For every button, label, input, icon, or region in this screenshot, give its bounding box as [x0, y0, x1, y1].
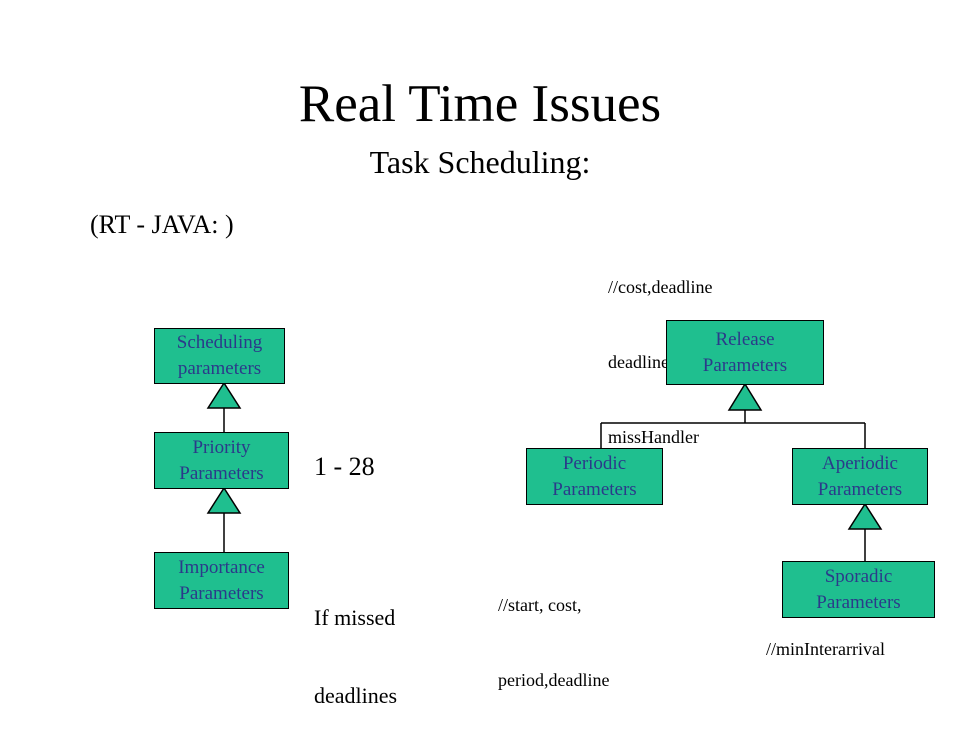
importance-note-line1: If missed	[314, 605, 396, 630]
aperiodic-parameters-line2: Parameters	[817, 478, 903, 500]
slide-subtitle: Task Scheduling:	[369, 144, 591, 180]
importance-note: If missed deadlines	[314, 553, 397, 735]
aperiodic-inheritance-triangle	[847, 502, 883, 530]
scheduling-inheritance-triangle	[206, 381, 242, 409]
sporadic-parameters-box: Sporadic Parameters	[782, 561, 935, 618]
scheduling-parameters-box: Scheduling parameters	[154, 328, 285, 384]
priority-range-label: 1 - 28	[314, 452, 375, 481]
class-hierarchy-connectors	[206, 381, 883, 561]
periodic-note-line2: period,deadline	[498, 670, 610, 690]
rt-java-label: (RT - JAVA: )	[90, 210, 234, 239]
periodic-note-line1: //start, cost,	[498, 595, 582, 615]
periodic-parameters-note: //start, cost, period,deadline	[498, 543, 609, 718]
release-note-line1: //cost,deadline	[608, 277, 713, 297]
importance-parameters-line2: Parameters	[179, 582, 264, 604]
release-parameters-line2: Parameters	[702, 354, 788, 376]
release-note-line3: missHandler	[608, 427, 699, 447]
aperiodic-parameters-line1: Aperiodic	[822, 452, 898, 474]
aperiodic-parameters-box: Aperiodic Parameters	[792, 448, 928, 505]
sporadic-parameters-line1: Sporadic	[824, 565, 893, 587]
periodic-parameters-box: Periodic Parameters	[526, 448, 663, 505]
importance-parameters-line1: Importance	[178, 556, 265, 578]
priority-inheritance-triangle	[206, 486, 242, 514]
sporadic-parameters-note: //minInterarrival	[766, 639, 885, 659]
sporadic-parameters-line2: Parameters	[816, 591, 901, 613]
priority-parameters-line1: Priority	[192, 436, 251, 458]
release-parameters-line1: Release	[715, 328, 775, 350]
importance-parameters-box: Importance Parameters	[154, 552, 289, 609]
scheduling-parameters-line1: Scheduling	[176, 332, 263, 353]
release-parameters-box: Release Parameters	[666, 320, 824, 385]
periodic-parameters-line1: Periodic	[562, 452, 627, 474]
scheduling-parameters-line2: parameters	[177, 358, 262, 379]
priority-parameters-box: Priority Parameters	[154, 432, 289, 489]
importance-note-line2: deadlines	[314, 683, 398, 708]
periodic-parameters-line2: Parameters	[552, 478, 637, 500]
slide-title: Real Time Issues	[298, 75, 662, 133]
priority-parameters-line2: Parameters	[179, 462, 264, 484]
